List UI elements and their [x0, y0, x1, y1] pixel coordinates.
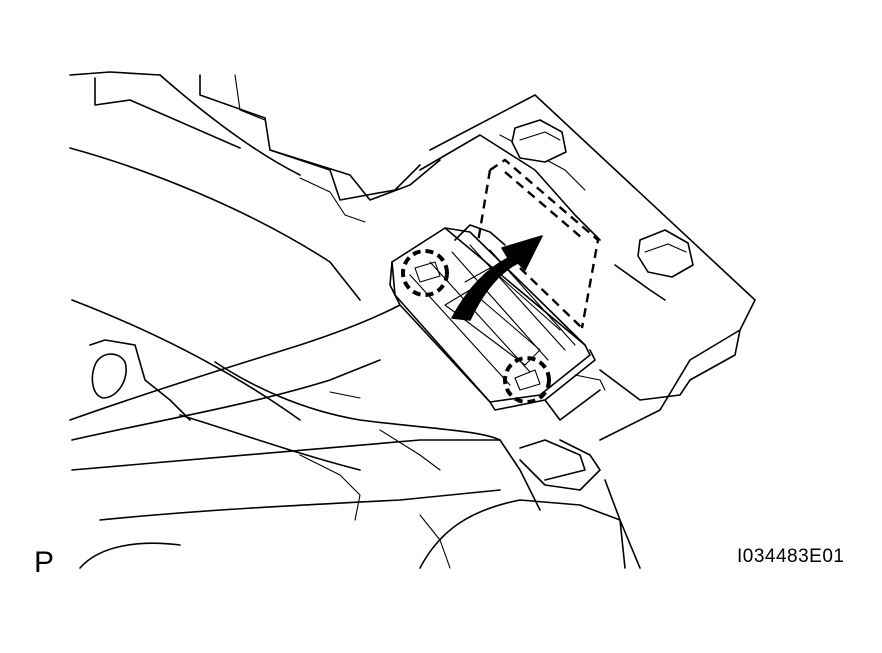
- lower-panel: [71, 339, 691, 569]
- clip-highlight-lower: [503, 356, 551, 404]
- bracket-panel: [419, 94, 756, 441]
- view-letter-label: P: [34, 546, 55, 579]
- figure-code-label: I034483E01: [737, 546, 845, 567]
- dashboard-outline: [69, 71, 441, 421]
- installed-position-outline: [476, 158, 600, 329]
- rotation-arrow-icon: [451, 235, 543, 321]
- clip-highlight-upper: [401, 249, 449, 297]
- relay-module: [389, 224, 606, 421]
